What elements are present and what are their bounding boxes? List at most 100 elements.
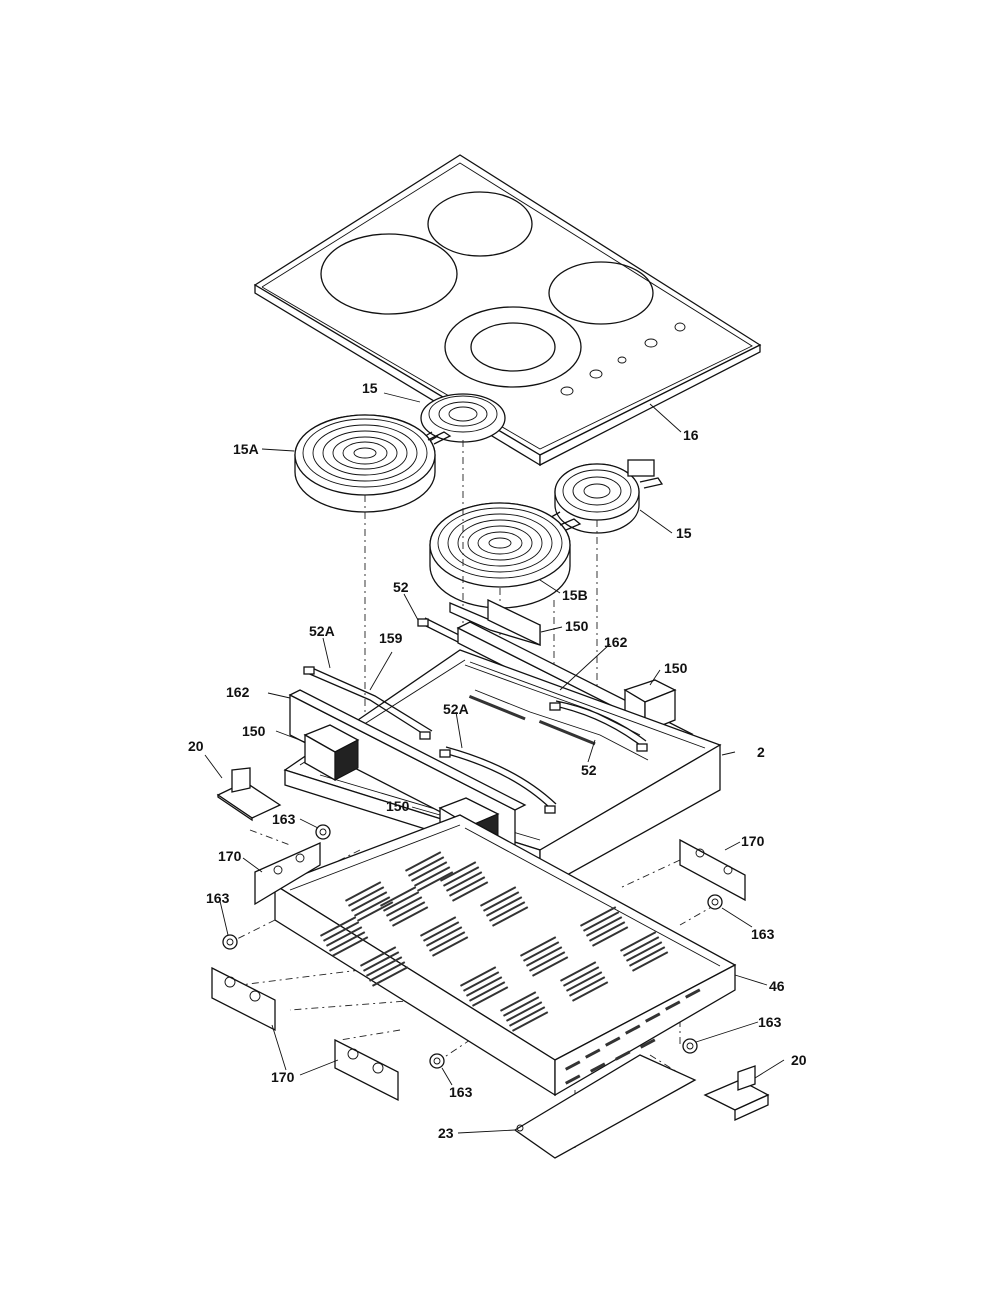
- side-vent-slot: [565, 1060, 581, 1071]
- vent-slot: [372, 966, 409, 987]
- side-vent-slot: [645, 1012, 661, 1023]
- vent-slot: [528, 951, 566, 972]
- bracket-170-front: [211, 966, 276, 1032]
- label-element-small-back: 15: [362, 380, 378, 396]
- label-insulator-150-right: 150: [664, 660, 688, 676]
- vent-slot: [391, 906, 429, 927]
- label-bracket-170-right: 170: [741, 833, 765, 849]
- vent-slot: [463, 971, 500, 992]
- cover-23: [513, 1054, 697, 1159]
- vent-slot: [423, 921, 460, 942]
- vent-slot: [443, 866, 480, 887]
- vent-slot: [420, 916, 457, 937]
- vent-slot: [432, 936, 469, 957]
- vent-slot: [383, 891, 420, 912]
- vent-slot: [509, 1006, 546, 1027]
- vent-slot: [416, 871, 454, 892]
- vent-slot: [366, 956, 403, 977]
- box-46: [273, 814, 737, 1097]
- vent-slot: [466, 976, 503, 997]
- vent-slot: [439, 861, 477, 882]
- label-frame-2: 2: [757, 744, 765, 760]
- label-bracket-52a-left: 52A: [309, 623, 335, 639]
- label-cover-23: 23: [438, 1125, 454, 1141]
- label-bracket-170-front: 170: [271, 1069, 295, 1085]
- element-small-right: [544, 459, 664, 534]
- vent-slot: [565, 971, 603, 992]
- side-vent-slot: [565, 1074, 581, 1085]
- vent-slot: [572, 981, 609, 1002]
- vent-slot: [583, 911, 620, 932]
- vent-slot: [489, 901, 526, 922]
- side-vent-slot: [624, 1024, 641, 1035]
- vent-slot: [468, 981, 506, 1002]
- vent-slot: [429, 931, 466, 952]
- vent-slot: [523, 941, 560, 962]
- vent-slot: [563, 966, 600, 987]
- vent-slot: [472, 986, 509, 1007]
- vent-slot: [426, 926, 463, 947]
- label-rail-162-right: 162: [604, 634, 628, 650]
- vent-slot: [386, 896, 423, 917]
- grommet-163-right: [707, 894, 723, 910]
- vent-slot: [632, 951, 669, 972]
- vent-slot: [503, 996, 540, 1017]
- vent-slot: [622, 936, 660, 957]
- label-grommet-163-front: 163: [449, 1084, 473, 1100]
- bracket-170-left-upper: [254, 841, 321, 906]
- label-cooktop-glass: 16: [683, 427, 699, 443]
- vent-slot: [586, 916, 623, 937]
- bracket-52a-center: [439, 746, 557, 814]
- grommet-163-upper: [315, 824, 331, 840]
- bracket-52a-left: [303, 666, 433, 740]
- label-rail-159: 159: [379, 630, 403, 646]
- label-insulator-150-front: 150: [386, 798, 410, 814]
- bracket-52-bottom: [549, 700, 648, 752]
- label-bracket-52a-center: 52A: [443, 701, 469, 717]
- vent-slot: [369, 961, 406, 982]
- vent-slot: [329, 931, 366, 952]
- grommet-163-front: [429, 1053, 445, 1069]
- vent-slot: [379, 886, 417, 907]
- element-small-back: [420, 393, 506, 443]
- vent-slot: [348, 886, 385, 907]
- vent-slot: [491, 906, 529, 927]
- label-element-small-right: 15: [676, 525, 692, 541]
- cooktop-glass-panel: [253, 154, 762, 467]
- vent-slot: [360, 946, 397, 967]
- side-vent-slot: [639, 1038, 656, 1049]
- vent-slot: [414, 866, 451, 887]
- bracket-170-front-lower: [334, 1038, 399, 1102]
- label-bracket-170-left-upper: 170: [218, 848, 242, 864]
- label-box-46: 46: [769, 978, 785, 994]
- vent-slot: [389, 901, 426, 922]
- vent-slot: [357, 901, 394, 922]
- vent-slot: [320, 916, 357, 937]
- label-grommet-163-left: 163: [206, 890, 230, 906]
- vent-slot: [569, 976, 606, 997]
- vent-slot: [446, 871, 483, 892]
- vent-slot: [592, 926, 629, 947]
- vent-slot: [483, 891, 520, 912]
- vent-slot: [626, 941, 663, 962]
- element-large: [294, 414, 452, 513]
- side-vent-slot: [590, 1062, 606, 1073]
- vent-slot: [506, 1001, 543, 1022]
- grommet-163-left: [222, 934, 238, 950]
- label-element-dual: 15B: [562, 587, 588, 603]
- vent-slot: [460, 966, 497, 987]
- side-vent-slot: [684, 988, 701, 999]
- label-clip-20-right: 20: [791, 1052, 807, 1068]
- vent-slot: [332, 936, 369, 957]
- vent-slot: [411, 861, 448, 882]
- label-element-large: 15A: [233, 441, 259, 457]
- vent-slot: [629, 946, 666, 967]
- label-bracket-52-bottom: 52: [581, 762, 597, 778]
- label-rail-162-left: 162: [226, 684, 250, 700]
- vent-slot: [512, 1011, 549, 1032]
- label-grommet-163-right-lower: 163: [758, 1014, 782, 1030]
- vent-slot: [479, 886, 517, 907]
- vent-slot: [560, 961, 597, 982]
- vent-slot: [486, 896, 523, 917]
- clip-20-left: [216, 767, 282, 822]
